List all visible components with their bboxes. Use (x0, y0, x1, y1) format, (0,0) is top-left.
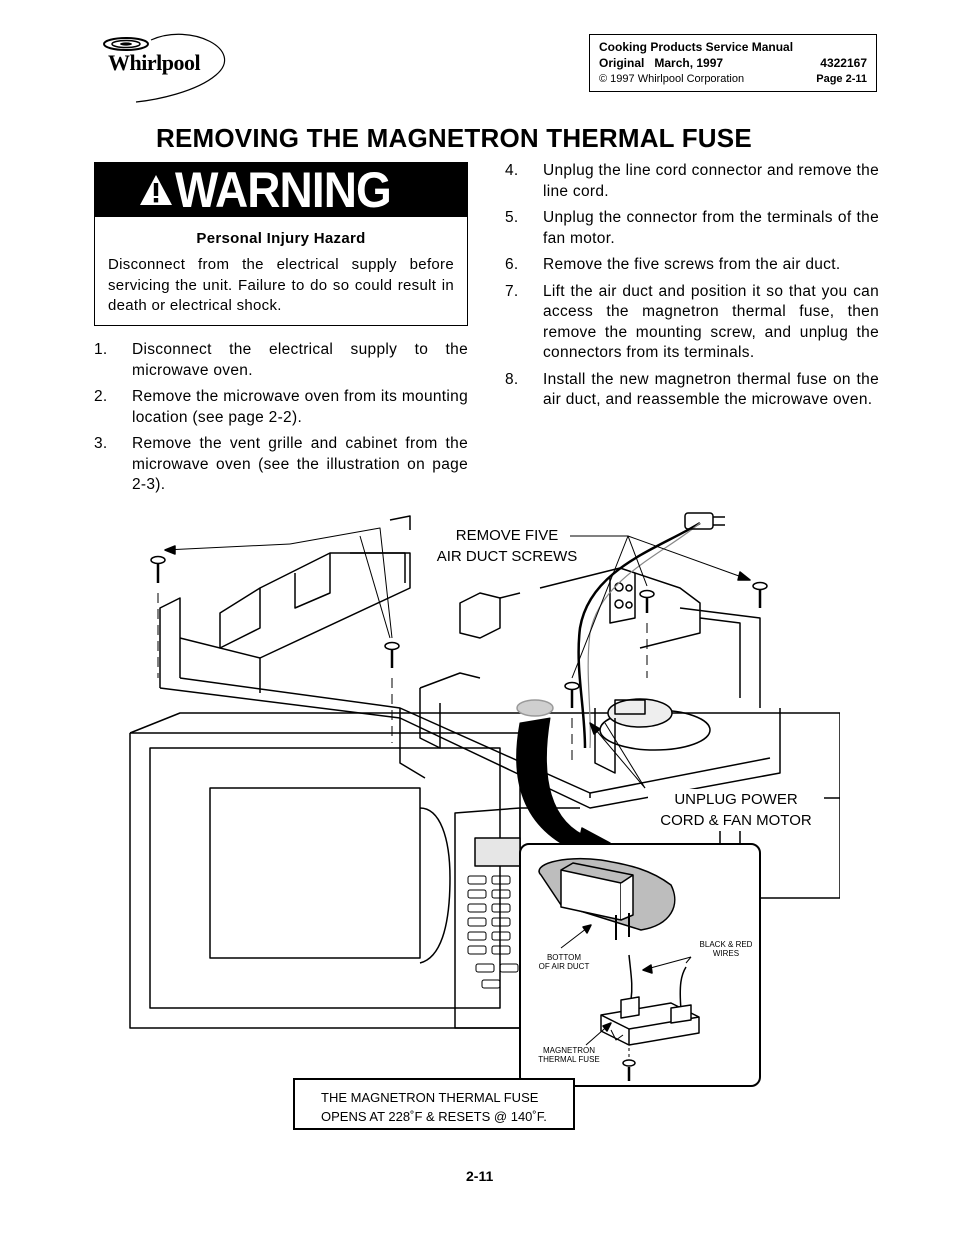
screw-icon (150, 555, 166, 678)
steps-right: 4.Unplug the line cord connector and rem… (505, 161, 879, 417)
step-item: 5.Unplug the connector from the terminal… (505, 209, 879, 247)
callout-remove-screws: REMOVE FIVE AIR DUCT SCREWS (436, 527, 578, 565)
step-item: 6.Remove the five screws from the air du… (505, 256, 841, 273)
hazard-title: Personal Injury Hazard (196, 230, 366, 247)
step-item: 4.Unplug the line cord connector and rem… (505, 162, 879, 200)
step-item: 8.Install the new magnetron thermal fuse… (505, 370, 879, 409)
page-number: 2-11 (466, 1168, 494, 1184)
screw-icon (564, 681, 580, 763)
screw-icon (752, 581, 768, 698)
warning-banner: WARNING (95, 162, 467, 218)
edition: Original (599, 56, 645, 70)
part-number: 4322167 (820, 56, 867, 70)
label-magnetron-thermal-fuse: MAGNETRON THERMAL FUSE (538, 1046, 600, 1064)
page-title: REMOVING THE MAGNETRON THERMAL FUSE (156, 123, 752, 153)
step-item: 1.Disconnect the electrical supply to th… (94, 341, 468, 379)
step-item: 7.Lift the air duct and position it so t… (505, 282, 879, 362)
step-item: 2.Remove the microwave oven from its mou… (94, 388, 468, 426)
fuse-detail-illustration (538, 857, 700, 1081)
warning-box: WARNING Personal Injury Hazard Disconnec… (94, 162, 468, 326)
steps-left: 1.Disconnect the electrical supply to th… (94, 340, 468, 502)
whirlpool-logo: Whirlpool (96, 30, 246, 110)
page-ref: Page 2-11 (816, 73, 867, 85)
manual-header: Cooking Products Service Manual Original… (589, 34, 877, 92)
hazard-text: Disconnect from the electrical supply be… (108, 256, 454, 314)
logo-wordmark: Whirlpool (108, 50, 201, 75)
screw-icon (639, 589, 655, 678)
step-item: 3.Remove the vent grille and cabinet fro… (94, 435, 468, 493)
manual-title: Cooking Products Service Manual (599, 40, 794, 54)
warning-word: WARNING (175, 162, 392, 218)
label-black-red-wires: BLACK & RED WIRES (699, 940, 753, 958)
label-bottom-air-duct: BOTTOM OF AIR DUCT (538, 953, 590, 971)
copyright: © 1997 Whirlpool Corporation (599, 73, 745, 85)
screw-icon (384, 641, 400, 743)
callout-unplug-power: UNPLUG POWER CORD & FAN MOTOR (648, 789, 824, 831)
fuse-temperature-note: THE MAGNETRON THERMAL FUSE OPENS AT 228˚… (293, 1078, 575, 1130)
swirl-logo-icon (103, 33, 226, 103)
edition-date: March, 1997 (654, 56, 724, 70)
warning-triangle-icon (140, 175, 172, 205)
fuse-detail-inset: BOTTOM OF AIR DUCT BLACK & RED WIRES MAG… (519, 843, 761, 1087)
